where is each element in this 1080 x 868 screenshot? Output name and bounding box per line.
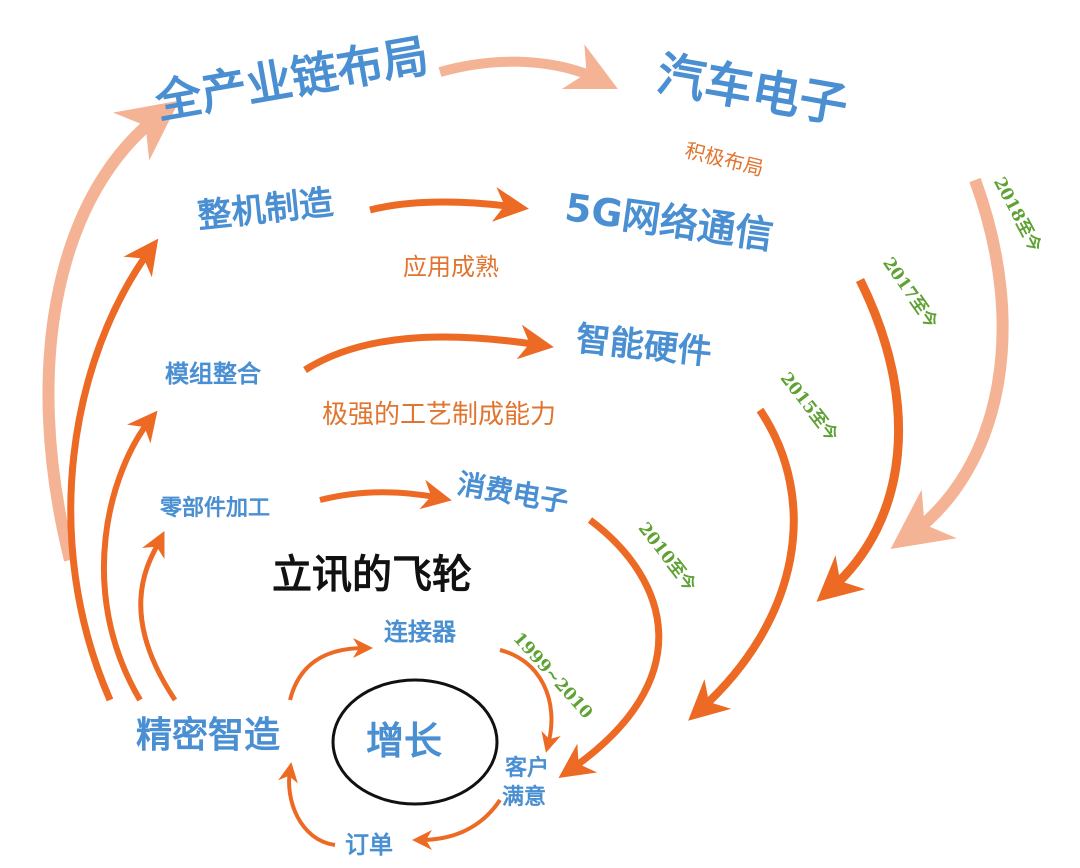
right-arrow-network: [816, 277, 904, 602]
h-arrow-module: [303, 324, 554, 373]
loop-order-to-precision: [278, 762, 336, 847]
left-arrow-1: [138, 531, 178, 702]
right-arrow-smart: [688, 407, 798, 721]
mature-caption: 应用成熟: [403, 253, 499, 281]
loop-precision-to-connector: [288, 638, 373, 701]
customer-label: 客户: [505, 756, 550, 781]
loop-customer-to-order: [412, 798, 502, 850]
parts-label: 零部件加工: [160, 496, 271, 521]
connector-label: 连接器: [384, 618, 456, 646]
left-arrow-2: [100, 410, 158, 702]
satisfaction-label: 满意: [502, 785, 547, 810]
order-label: 订单: [345, 831, 393, 859]
right-arrow-consumer: [558, 517, 663, 778]
precision-label: 精密智造: [136, 715, 281, 756]
loop-connector-to-customer: [499, 648, 561, 753]
h-arrow-machine: [369, 186, 529, 222]
h-arrow-parts: [319, 479, 452, 510]
outer-left-arrow: [42, 100, 180, 562]
outer-right-arrow: [890, 177, 1009, 550]
center-label: 增长: [366, 718, 443, 763]
diagram-title: 立讯的飞轮: [272, 551, 472, 598]
growth-circle: [331, 678, 499, 806]
outer-top-arrow: [438, 44, 618, 89]
left-arrow-3: [67, 238, 159, 702]
module-label: 模组整合: [165, 360, 261, 388]
process-caption: 极强的工艺制成能力: [322, 400, 557, 430]
